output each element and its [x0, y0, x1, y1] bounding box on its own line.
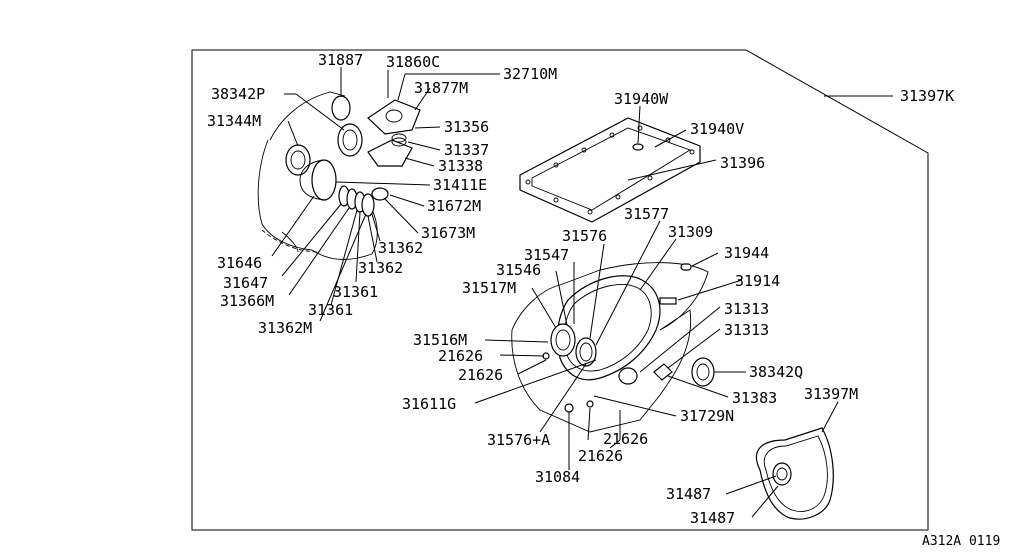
seal-38342P-inner	[342, 129, 358, 151]
plug-31944	[680, 263, 692, 271]
label-31337: 31337	[444, 141, 489, 159]
upper-left-leaders	[271, 67, 500, 322]
kit-label: 31397K	[900, 87, 954, 105]
magnet-31940V	[632, 143, 644, 151]
clip-21626-a	[586, 400, 594, 408]
label-31338: 31338	[438, 157, 483, 175]
label-31366M: 31366M	[220, 292, 274, 310]
cover-bore	[385, 109, 403, 123]
label-31940W: 31940W	[614, 90, 669, 108]
oil-seal-31516M	[550, 323, 576, 357]
label-32710M: 32710M	[503, 65, 557, 83]
spring-31337	[391, 137, 407, 147]
label-31673M: 31673M	[421, 224, 475, 242]
label-21626-b: 21626	[458, 366, 503, 384]
drum-31646	[311, 159, 337, 201]
label-31309: 31309	[668, 223, 713, 241]
ring-31672M	[371, 187, 389, 201]
label-31516M: 31516M	[413, 331, 467, 349]
label-31356: 31356	[444, 118, 489, 136]
gasket-31887	[331, 95, 351, 121]
oil-pan-gasket-31396	[519, 117, 701, 223]
ring-31576	[575, 337, 597, 367]
label-31940V: 31940V	[690, 120, 744, 138]
label-31944: 31944	[724, 244, 769, 262]
seal-31313	[618, 367, 638, 385]
reference-code: A312A 0119	[922, 534, 1000, 549]
label-31914: 31914	[735, 272, 780, 290]
label-31547: 31547	[524, 246, 569, 264]
label-31546: 31546	[496, 261, 541, 279]
seal-31344M-inner	[290, 150, 306, 170]
drum-31646-body	[299, 159, 325, 201]
transmission-case-sketch	[257, 91, 378, 261]
oil-pan-bolts	[525, 125, 695, 215]
kit-frame	[191, 49, 929, 531]
bolt-31084	[564, 403, 574, 413]
label-31487-b: 31487	[690, 509, 735, 527]
label-31576: 31576	[562, 227, 607, 245]
seal-31487	[772, 462, 792, 486]
seal-31487-inner	[776, 467, 788, 481]
seal-31344M	[285, 144, 311, 176]
plate-31338	[367, 139, 413, 167]
cover-gasket-inner	[763, 435, 828, 512]
oil-pan-leaders	[627, 105, 717, 181]
housing-outline	[511, 262, 709, 433]
oil-seal-31516M-inner	[555, 329, 571, 351]
label-31611G: 31611G	[402, 395, 456, 413]
ring-31362	[361, 193, 375, 217]
label-31361-a: 31361	[333, 283, 378, 301]
label-31397M: 31397M	[804, 385, 858, 403]
label-31860C: 31860C	[386, 53, 440, 71]
label-38342P: 38342P	[211, 85, 265, 103]
label-31729N: 31729N	[680, 407, 734, 425]
label-31362-b: 31362	[358, 259, 403, 277]
label-31362M: 31362M	[258, 319, 312, 337]
label-31361-b: 31361	[308, 301, 353, 319]
seal-38342Q-inner	[696, 363, 710, 381]
pin-31914	[659, 297, 677, 305]
label-21626-d: 21626	[578, 447, 623, 465]
label-31383: 31383	[732, 389, 777, 407]
cover-gasket-31397M	[755, 427, 834, 520]
label-21626-c: 21626	[603, 430, 648, 448]
label-31887: 31887	[318, 51, 363, 69]
label-31877M: 31877M	[414, 79, 468, 97]
label-38342Q: 38342Q	[749, 363, 803, 381]
label-31577: 31577	[624, 205, 669, 223]
oil-pan-inner	[531, 127, 692, 211]
label-31084: 31084	[535, 468, 580, 486]
label-31517M: 31517M	[462, 279, 516, 297]
seal-38342P	[337, 123, 363, 157]
label-31576A: 31576+A	[487, 431, 550, 449]
label-31362-a: 31362	[378, 239, 423, 257]
label-31411E: 31411E	[433, 176, 487, 194]
label-21626-a: 21626	[438, 347, 483, 365]
plate-31383	[653, 363, 673, 381]
label-31646: 31646	[217, 254, 262, 272]
spring-31337-b	[391, 133, 407, 143]
label-31487-a: 31487	[666, 485, 711, 503]
label-31313-b: 31313	[724, 321, 769, 339]
label-31396: 31396	[720, 154, 765, 172]
ring-31576-inner	[579, 342, 593, 362]
label-31313-a: 31313	[724, 300, 769, 318]
cover-31877M	[367, 99, 421, 135]
label-31344M: 31344M	[207, 112, 261, 130]
label-31647: 31647	[223, 274, 268, 292]
label-31672M: 31672M	[427, 197, 481, 215]
seal-38342Q	[691, 357, 715, 387]
housing-leaders	[474, 220, 746, 470]
cover-leaders	[725, 401, 839, 518]
